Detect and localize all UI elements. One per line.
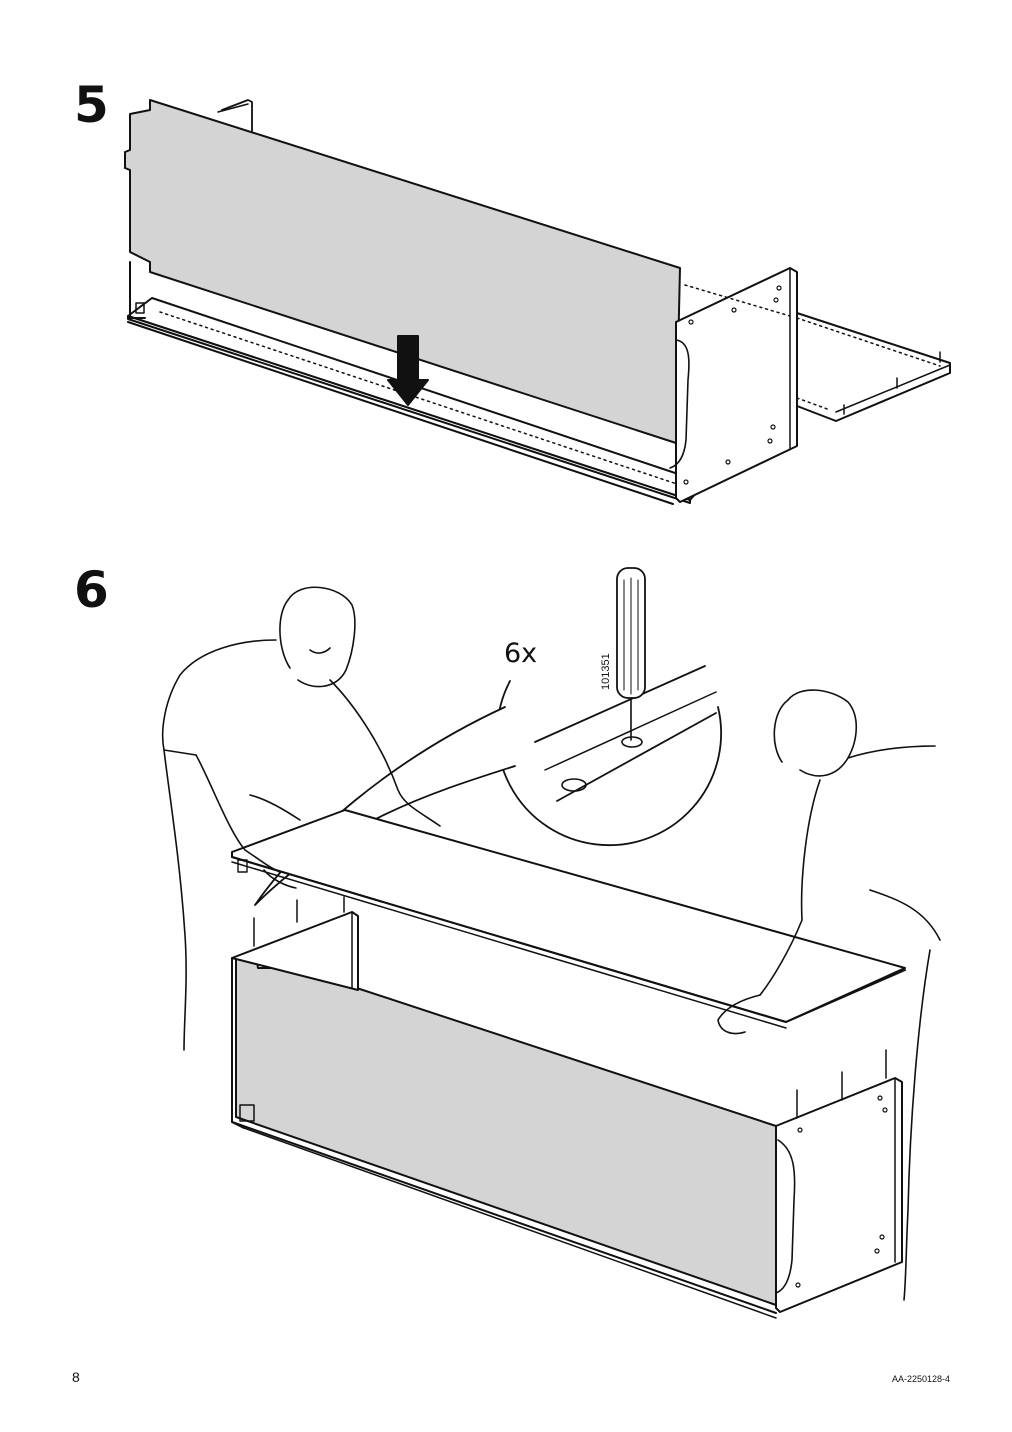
detail-circle	[496, 665, 723, 847]
top-panel	[231, 809, 906, 1029]
allen-key-icon	[616, 567, 646, 741]
right-side-panel-6	[775, 1077, 903, 1313]
page-number: 8	[72, 1369, 80, 1385]
cabinet-frame	[231, 911, 777, 1319]
bottom-panel	[127, 261, 706, 505]
step-6-illustration: 6x 101351	[161, 567, 941, 1319]
step-5-number: 5	[74, 76, 109, 134]
step-6-number: 6	[74, 561, 109, 619]
dowels	[253, 896, 887, 1119]
step-5-illustration	[124, 99, 951, 505]
down-arrow-icon	[387, 335, 429, 406]
left-person	[161, 586, 441, 1051]
callout-pointer	[254, 706, 516, 906]
back-panel-gray	[235, 955, 777, 1306]
top-panel-lying	[684, 284, 951, 422]
part-number-label: 101351	[600, 653, 612, 690]
right-person	[717, 689, 941, 1301]
quantity-label: 6x	[504, 638, 537, 669]
document-id: AA-2250128-4	[891, 1374, 950, 1384]
right-side-panel	[669, 267, 798, 503]
